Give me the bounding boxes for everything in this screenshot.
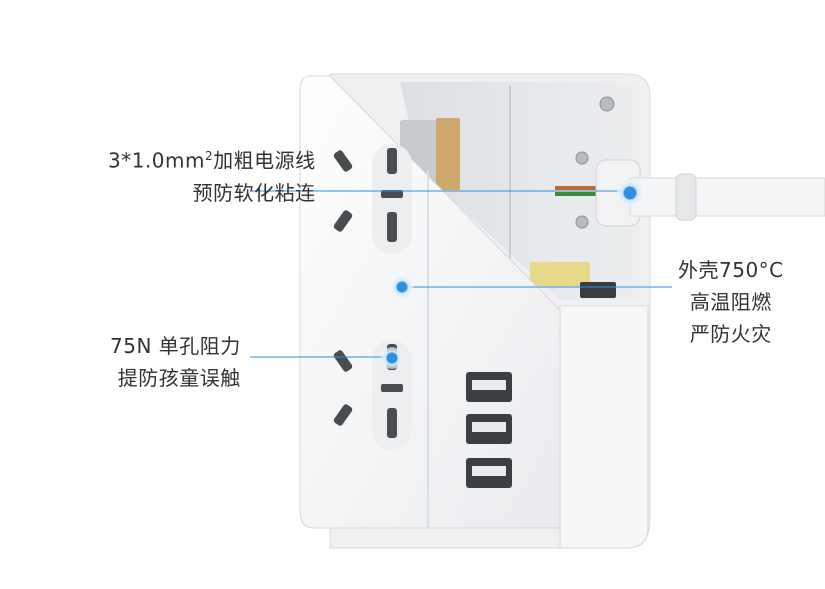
socket-callout-line1: 75N 单孔阻力 — [110, 334, 241, 358]
socket-callout: 75N 单孔阻力 提防孩童误触 — [110, 330, 241, 394]
usb-port-icon — [466, 372, 512, 402]
wire-callout-line1: 3*1.0mm2加粗电源线 — [108, 148, 316, 173]
shell-callout-line3: 严防火灾 — [689, 322, 772, 346]
callout-dot-icon — [617, 180, 643, 206]
socket-callout-line2: 提防孩童误触 — [117, 366, 241, 390]
callout-dot-icon — [391, 276, 413, 298]
shell-callout-line1: 外壳750°C — [678, 258, 784, 282]
shell-callout-line2: 高温阻燃 — [689, 290, 772, 314]
usb-port-icon — [466, 458, 512, 488]
shell-callout: 外壳750°C 高温阻燃 严防火灾 — [678, 254, 784, 350]
wire-callout-line2: 预防软化粘连 — [192, 180, 316, 205]
usb-port-icon — [466, 414, 512, 444]
wire-callout: 3*1.0mm2加粗电源线 预防软化粘连 — [108, 140, 316, 209]
socket-icon — [333, 144, 412, 254]
callout-dot-icon — [381, 347, 403, 369]
